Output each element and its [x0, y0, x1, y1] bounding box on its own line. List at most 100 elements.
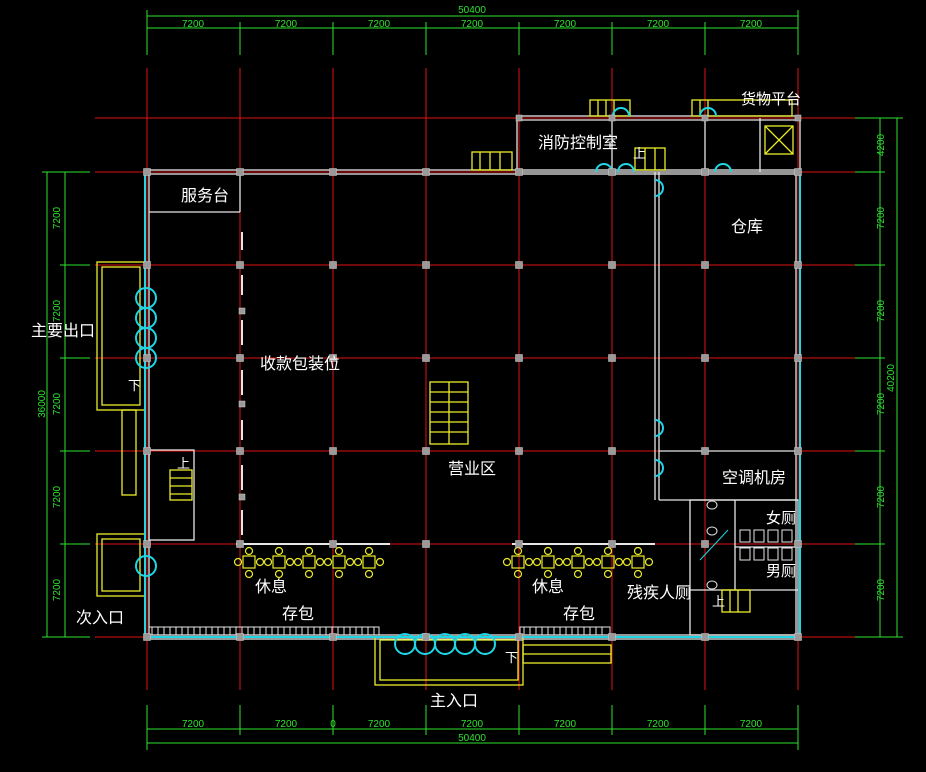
right-bay-dimension: 7200 — [876, 578, 887, 601]
bottom-bay-dimension: 7200 — [740, 719, 763, 730]
structural-column — [794, 261, 802, 269]
structural-column — [329, 540, 337, 548]
structural-column — [143, 261, 151, 269]
structural-column — [329, 633, 337, 641]
top-bay-dimension: 7200 — [461, 19, 484, 30]
structural-column — [329, 168, 337, 176]
structural-column — [422, 540, 430, 548]
right-bay-dimension: 4200 — [876, 133, 887, 156]
stair-down-mark: 下 — [505, 651, 518, 666]
top-total-dimension: 50400 — [458, 5, 486, 16]
structural-column — [422, 447, 430, 455]
structural-column — [422, 168, 430, 176]
structural-column — [701, 261, 709, 269]
structural-column — [329, 447, 337, 455]
rest-area-label: 休息 — [532, 577, 564, 596]
dimension-lines — [42, 10, 903, 750]
structural-column — [515, 261, 523, 269]
structural-column — [236, 168, 244, 176]
structural-column — [701, 540, 709, 548]
bottom-bay-dimension: 7200 — [368, 719, 391, 730]
rest-tables — [233, 546, 654, 579]
bottom-total-dimension: 50400 — [458, 733, 486, 744]
top-bay-dimension: 7200 — [554, 19, 577, 30]
structural-column — [701, 168, 709, 176]
structural-column — [794, 168, 802, 176]
structural-column — [515, 354, 523, 362]
structural-column — [515, 168, 523, 176]
structural-column — [329, 261, 337, 269]
ac-room-label: 空调机房 — [722, 468, 786, 487]
stair-up-mark: 上 — [177, 457, 190, 472]
structural-column — [236, 447, 244, 455]
right-bay-dimension: 7200 — [876, 392, 887, 415]
secondary-entrance-label: 次入口 — [76, 608, 124, 627]
left-total-dimension: 36000 — [37, 390, 48, 418]
top-bay-dimension: 7200 — [740, 19, 763, 30]
structural-column — [236, 261, 244, 269]
room-labels: 货物平台 消防控制室 服务台 仓库 收款包装位 营业区 空调机房 女厕 男厕 残… — [31, 90, 801, 710]
stair-direction-marks: 上 上 上 下 下 — [128, 147, 725, 666]
structural-column — [236, 633, 244, 641]
structural-column — [794, 447, 802, 455]
bottom-bay-dimension: 7200 — [275, 719, 298, 730]
structural-column — [794, 540, 802, 548]
structural-column — [701, 633, 709, 641]
left-bay-dimension: 7200 — [52, 206, 63, 229]
checkout-counters — [236, 232, 655, 545]
structural-column — [515, 114, 523, 122]
stair-down-mark: 下 — [128, 379, 141, 394]
top-bay-dimension: 7200 — [182, 19, 205, 30]
structural-column — [608, 633, 616, 641]
structural-column — [236, 540, 244, 548]
structural-column — [143, 540, 151, 548]
structural-column — [329, 354, 337, 362]
structural-column — [143, 168, 151, 176]
structural-column — [608, 168, 616, 176]
structural-column — [236, 354, 244, 362]
structural-column — [701, 447, 709, 455]
structural-column — [701, 354, 709, 362]
structural-column — [701, 114, 709, 122]
structural-column — [422, 633, 430, 641]
bag-storage-label: 存包 — [282, 604, 314, 623]
structural-column — [143, 633, 151, 641]
bottom-bay-dimension: 7200 — [461, 719, 484, 730]
structural-column — [515, 447, 523, 455]
structural-column — [422, 354, 430, 362]
rest-area-label: 休息 — [255, 577, 287, 596]
structural-column — [515, 540, 523, 548]
left-bay-dimension: 7200 — [52, 299, 63, 322]
left-bay-dimension: 7200 — [52, 578, 63, 601]
structural-column — [608, 540, 616, 548]
accessible-toilet-label: 残疾人厕 — [627, 583, 691, 602]
structural-column — [422, 261, 430, 269]
service-desk-label: 服务台 — [181, 186, 229, 205]
building-walls — [144, 115, 801, 686]
dimension-labels: 50400 7200 7200 7200 7200 7200 7200 7200… — [37, 5, 897, 744]
structural-column — [608, 261, 616, 269]
structural-column — [515, 633, 523, 641]
main-entrance-label: 主入口 — [430, 691, 478, 710]
top-bay-dimension: 7200 — [647, 19, 670, 30]
warehouse-label: 仓库 — [731, 217, 763, 236]
right-bay-dimension: 7200 — [876, 299, 887, 322]
bag-storage-label: 存包 — [563, 604, 595, 623]
structural-column — [238, 307, 246, 315]
bottom-bay-dimension: 7200 — [182, 719, 205, 730]
business-area-label: 营业区 — [448, 459, 496, 478]
bottom-bay-dimension: 7200 — [554, 719, 577, 730]
central-escalator — [429, 381, 469, 445]
doors — [135, 107, 801, 656]
cargo-platform-label: 货物平台 — [741, 90, 801, 108]
axis-mark: 0 — [330, 719, 336, 730]
right-total-dimension: 40200 — [886, 364, 897, 392]
structural-column — [794, 633, 802, 641]
female-toilet-label: 女厕 — [766, 509, 796, 527]
structural-column — [608, 447, 616, 455]
main-exit-label: 主要出口 — [31, 321, 95, 340]
top-bay-dimension: 7200 — [275, 19, 298, 30]
structural-column — [143, 447, 151, 455]
structural-column — [238, 493, 246, 501]
bottom-bay-dimension: 7200 — [647, 719, 670, 730]
